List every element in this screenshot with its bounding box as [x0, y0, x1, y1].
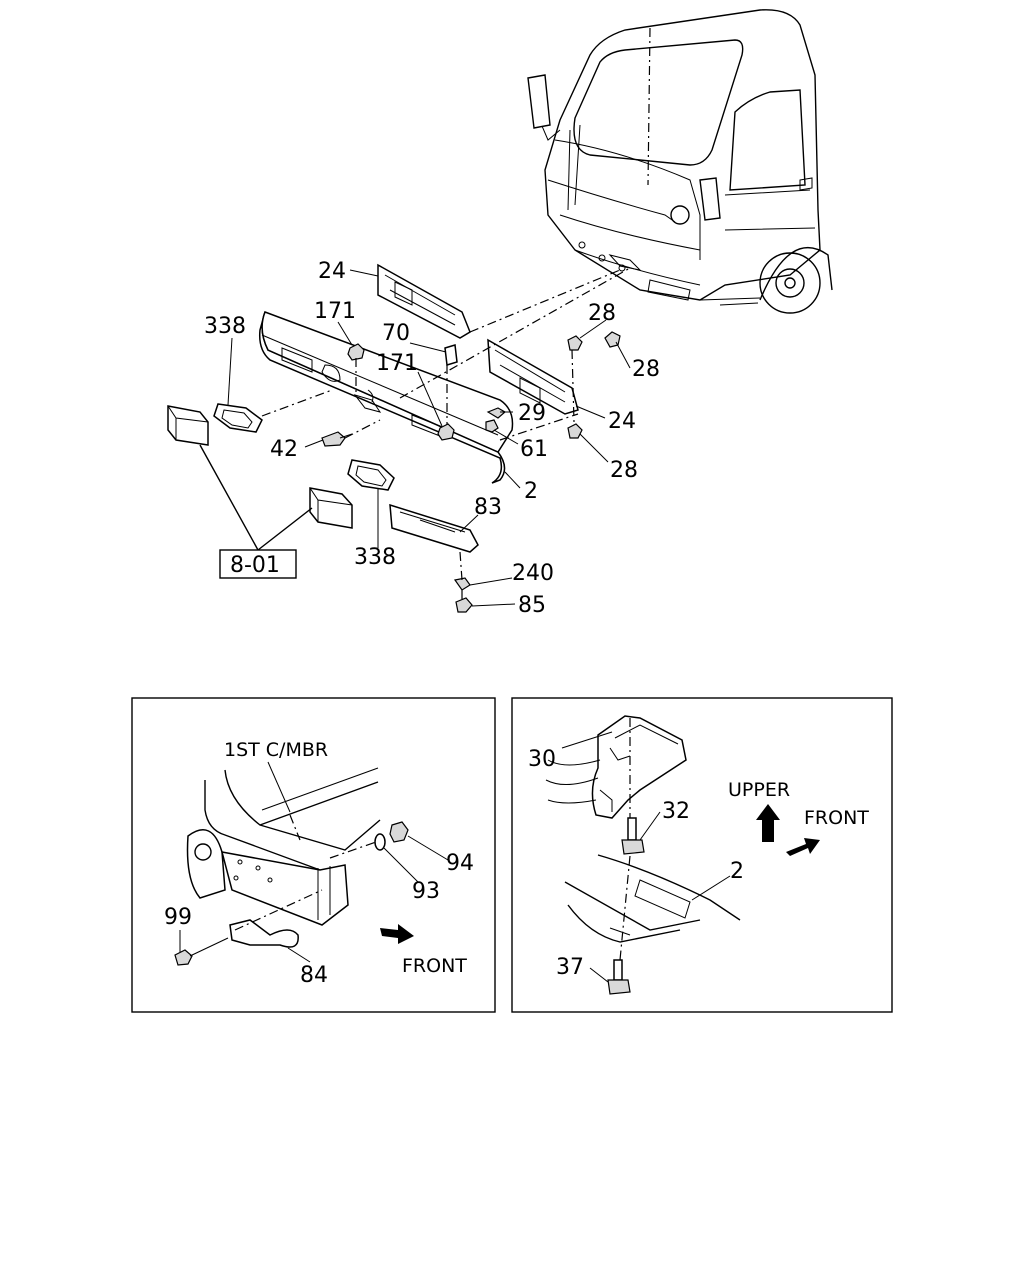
callout-171-upper: 171: [314, 299, 356, 324]
callout-28-upper: 28: [588, 301, 616, 326]
reference-label: 8-01: [230, 553, 280, 578]
front-label-left: FRONT: [402, 955, 467, 977]
upper-label: UPPER: [728, 779, 790, 801]
callout-29: 29: [518, 401, 546, 426]
callout-37: 37: [556, 955, 584, 980]
callout-171-lower: 171: [376, 351, 418, 376]
callout-28-lower: 28: [610, 458, 638, 483]
callout-240: 240: [512, 561, 554, 586]
callout-42: 42: [270, 437, 298, 462]
callout-93: 93: [412, 879, 440, 904]
callout-94: 94: [446, 851, 474, 876]
detail-left-panel: 1ST C/MBR 94 93 99: [131, 697, 496, 1013]
callouts-main: 24 338 171 70 171 28 28 29 24 61 42 28 2…: [204, 259, 660, 618]
callout-24-top: 24: [318, 259, 346, 284]
callout-84: 84: [300, 963, 328, 988]
reference-box-8-01: 8-01: [219, 549, 297, 579]
truck-cab: [527, 9, 833, 314]
callout-83: 83: [474, 495, 502, 520]
callout-338-left: 338: [204, 314, 246, 339]
callout-338-bottom: 338: [354, 545, 396, 570]
front-label-right: FRONT: [804, 807, 869, 829]
callout-61: 61: [520, 437, 548, 462]
member-label: 1ST C/MBR: [224, 739, 328, 761]
callout-2-detail: 2: [730, 859, 744, 884]
callout-85: 85: [518, 593, 546, 618]
callout-30: 30: [528, 747, 556, 772]
leader-lines: [199, 269, 631, 607]
callout-24-right: 24: [608, 409, 636, 434]
callout-32: 32: [662, 799, 690, 824]
callout-99: 99: [164, 905, 192, 930]
callout-28-right: 28: [632, 357, 660, 382]
bumper-assembly: [167, 263, 631, 613]
callout-2: 2: [524, 479, 538, 504]
callout-70: 70: [382, 321, 410, 346]
detail-right-panel: 30 32 2 37 UPPER FRONT: [511, 697, 893, 1013]
